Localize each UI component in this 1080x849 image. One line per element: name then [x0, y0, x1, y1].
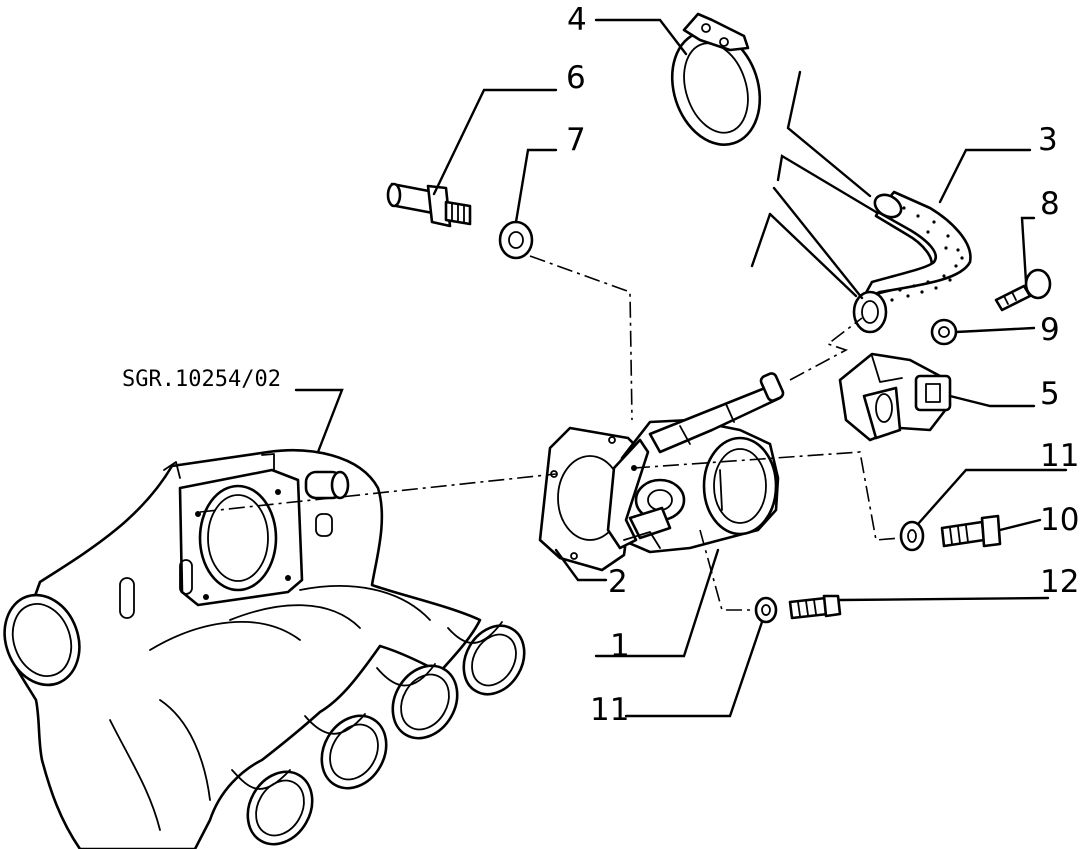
throttle-body — [606, 372, 785, 554]
callout-11-upper: 11 — [1040, 438, 1079, 474]
callout-9: 9 — [1040, 312, 1060, 348]
callout-7: 7 — [566, 122, 586, 158]
callout-12: 12 — [1040, 564, 1079, 600]
callout-1: 1 — [610, 628, 630, 664]
callout-11-lower: 11 — [590, 692, 629, 728]
callout-6: 6 — [566, 60, 586, 96]
drawing-reference-code: SGR.10254/02 — [122, 367, 281, 392]
callout-5: 5 — [1040, 376, 1060, 412]
callout-8: 8 — [1040, 186, 1060, 222]
washer-9 — [930, 318, 958, 346]
threaded-fitting — [386, 182, 472, 228]
callout-3: 3 — [1038, 122, 1058, 158]
bolt-10 — [940, 514, 1002, 548]
callout-10: 10 — [1040, 502, 1079, 538]
callout-labels: 4 6 7 3 8 9 5 11 10 12 2 1 11 SGR.10254/… — [122, 2, 1079, 728]
screw-8 — [994, 268, 1052, 312]
throttle-position-sensor — [838, 352, 952, 442]
callout-4: 4 — [567, 2, 587, 38]
sealing-washer-7 — [498, 220, 534, 260]
hose-routing-strokes — [750, 70, 878, 300]
hose-clamp — [670, 12, 762, 146]
intake-manifold — [3, 448, 526, 849]
bolt-12 — [788, 594, 842, 620]
callout-2: 2 — [608, 564, 628, 600]
callout-leaders — [294, 18, 1068, 718]
washer-11-upper — [899, 520, 925, 552]
assembly-lines — [199, 255, 901, 611]
rubber-hose — [852, 190, 972, 334]
washer-11-lower — [754, 596, 778, 624]
